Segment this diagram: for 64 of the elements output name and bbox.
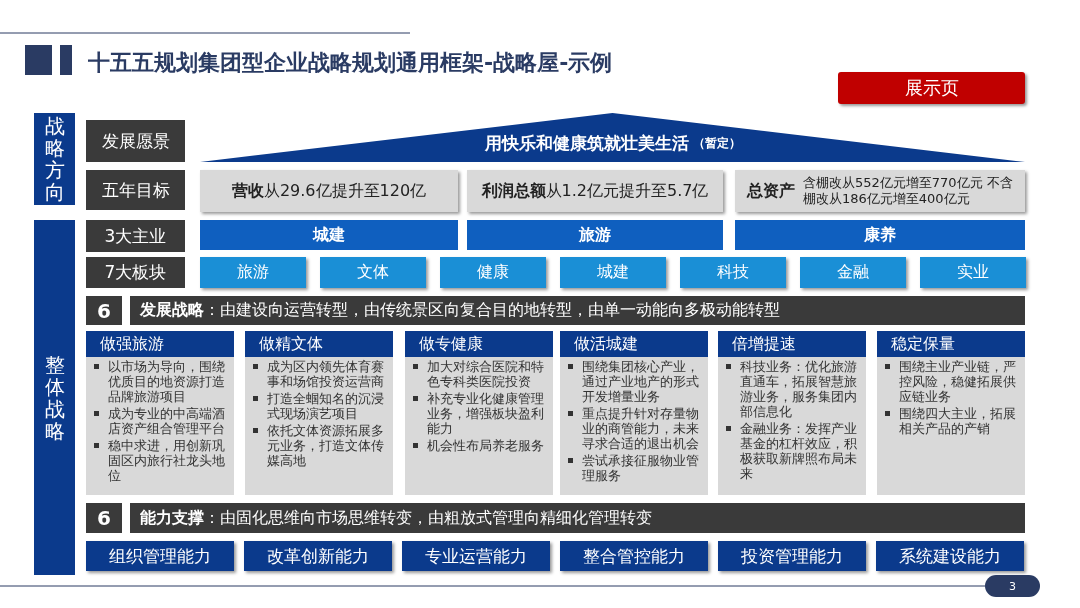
capability-box: 投资管理能力 (718, 541, 866, 571)
bullet-item: 科技业务：优化旅游直通车，拓展智慧旅游业务，服务集团内部信息化 (718, 359, 866, 419)
bullet-item: 打造全蝈知名的沉浸式现场演艺项目 (245, 391, 393, 421)
number-box: 6 (86, 503, 122, 533)
goal-label: 总资产 (747, 180, 795, 202)
side-label: 整体战略 (34, 220, 75, 575)
capability-box: 改革创新能力 (244, 541, 392, 571)
business-bar: 城建 (200, 220, 458, 250)
page-title: 十五五规划集团型企业战略规划通用框架-战略屋-示例 (88, 49, 613, 77)
strategy-column (718, 331, 866, 495)
business-bar: 康养 (735, 220, 1025, 250)
row-header: 五年目标 (86, 170, 185, 210)
tag-button: 展示页 (838, 72, 1025, 104)
bullet-item: 重点提升针对存量物业的商管能力，未来寻求合适的退出机会 (560, 406, 708, 451)
bullet-item: 稳中求进，用创新巩固区内旅行社龙头地位 (86, 438, 234, 483)
bullet-item: 加大对综合医院和特色专科类医院投资 (405, 359, 553, 389)
column-header: 倍增提速 (718, 331, 866, 357)
row-header: 发展愿景 (86, 120, 185, 162)
goal-text: 含棚改从552亿元增至770亿元 不含棚改从186亿元增至400亿元 (803, 175, 1014, 207)
note-text: （暂定） (692, 135, 741, 152)
bullet-item: 尝试承接征服物业管理服务 (560, 453, 708, 483)
segment-box: 旅游 (200, 257, 306, 288)
bullet-item: 金融业务：发挥产业基金的杠杆效应，积极获取新牌照布局未来 (718, 421, 866, 481)
strategy-bar: 发展战略：由建设向运营转型，由传统景区向复合目的地转型，由单一动能向多极动能转型 (130, 296, 1025, 325)
column-header: 做强旅游 (86, 331, 234, 357)
goal-box: 营收从29.6亿提升至120亿 (200, 170, 458, 212)
bullet-item: 成为专业的中高端酒店资产组合管理平台 (86, 406, 234, 436)
page-number: 3 (985, 575, 1040, 597)
strategy-column (560, 331, 708, 495)
column-header: 做精文体 (245, 331, 393, 357)
bullet-item: 补充专业化健康管理业务，增强板块盈利能力 (405, 391, 553, 436)
goal-box: 利润总额从1.2亿元提升至5.7亿 (467, 170, 723, 212)
segment-box: 城建 (560, 257, 666, 288)
bullet-item: 围绕四大主业，拓展相关产品的产销 (877, 406, 1025, 436)
capability-bar: 能力支撑：由固化思维向市场思维转变，由粗放式管理向精细化管理转变 (130, 503, 1025, 533)
capability-box: 组织管理能力 (86, 541, 234, 571)
column-header: 做活城建 (560, 331, 708, 357)
bullet-item: 以市场为导向，围绕优质目的地资源打造品牌旅游项目 (86, 359, 234, 404)
bullet-item: 围绕主业产业链，严控风险，稳健拓展供应链业务 (877, 359, 1025, 404)
segment-box: 文体 (320, 257, 426, 288)
bullet-item: 围绕集团核心产业，通过产业地产的形式开发增量业务 (560, 359, 708, 404)
capability-box: 系统建设能力 (876, 541, 1024, 571)
number-box: 6 (86, 296, 122, 325)
segment-box: 实业 (920, 257, 1026, 288)
bullet-item: 依托文体资源拓展多元业务，打造文体传媒高地 (245, 423, 393, 468)
strategy-column (877, 331, 1025, 495)
vision-text: 用快乐和健康筑就壮美生活 (484, 132, 689, 155)
segment-box: 健康 (440, 257, 546, 288)
bullet-item: 成为区内领先体育赛事和场馆投资运营商 (245, 359, 393, 389)
business-bar: 旅游 (467, 220, 723, 250)
column-header: 做专健康 (405, 331, 553, 357)
capability-box: 整合管控能力 (560, 541, 708, 571)
strategy-column (245, 331, 393, 495)
goal-box (735, 170, 1025, 212)
side-label: 战略方向 (34, 113, 75, 205)
column-header: 稳定保量 (877, 331, 1025, 357)
strategy-column (405, 331, 553, 495)
capability-box: 专业运营能力 (402, 541, 550, 571)
row-header: 3大主业 (86, 220, 185, 252)
bullet-item: 机会性布局养老服务 (405, 438, 553, 453)
segment-box: 科技 (680, 257, 786, 288)
segment-box: 金融 (800, 257, 906, 288)
strategy-column (86, 331, 234, 495)
row-header: 7大板块 (86, 257, 185, 288)
